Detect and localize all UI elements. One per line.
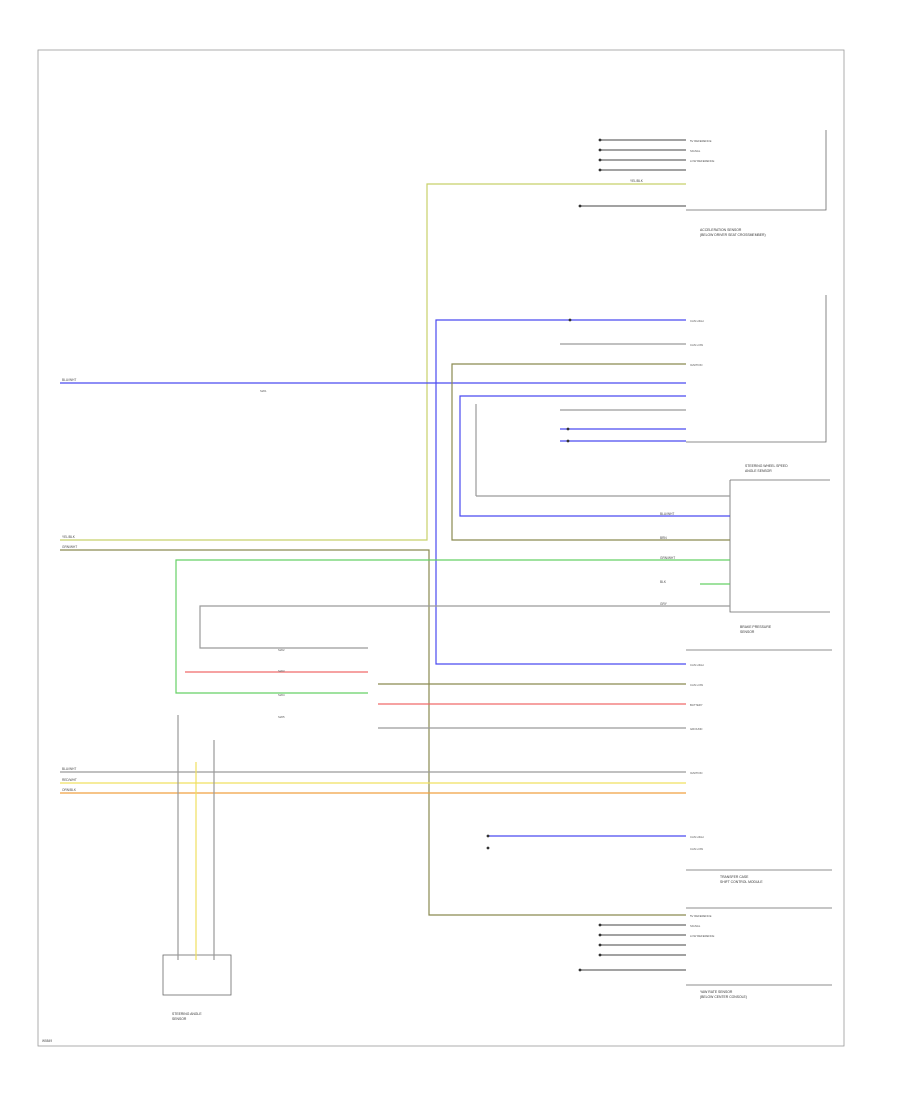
pin-ebcm-3: BATTERY — [690, 703, 703, 707]
wire-blue-loop-1 — [435, 319, 686, 665]
wire-label-ebcm-grn: GRN/WHT — [660, 556, 675, 560]
yaw-rate-component: YAW RATE SENSOR (BELOW CENTER CONSOLE) — [686, 907, 832, 999]
page-frame — [37, 49, 845, 1047]
pin-ebcm-5: IGNITION — [690, 771, 702, 775]
yaw-rate-label-1: YAW RATE SENSOR — [700, 990, 733, 994]
wheel-speed-label-2: ANGLE SENSOR — [745, 469, 772, 473]
pin-wheel-2: CAN LOW — [690, 343, 703, 347]
wire-label-red-wht: RED/WHT — [62, 778, 77, 782]
pin-ebcm-1: CAN HIGH — [690, 663, 704, 667]
pin-transfer-2: CAN LOW — [690, 847, 703, 851]
splice-labels: S201 S202 S203 S204 S205 — [260, 389, 285, 719]
wire-label-yel-blk: YEL/BLK — [62, 535, 76, 539]
wheel-speed-component: STEERING WHEEL SPEED ANGLE SENSOR — [686, 295, 827, 473]
lower-sensor-component: STEERING ANGLE SENSOR — [162, 954, 232, 1021]
wire-label-yel-blk-top: YEL/BLK — [630, 179, 644, 183]
transfer-case-component: TRANSFER CASE SHIFT CONTROL MODULE — [686, 869, 832, 884]
wire-label-grn-wht: GRN/WHT — [62, 545, 77, 549]
brake-pressure-label-2: SENSOR — [740, 630, 755, 634]
lower-sensor-label-1: STEERING ANGLE — [172, 1012, 202, 1016]
transfer-case-label-2: SHIFT CONTROL MODULE — [720, 880, 763, 884]
pin-combined-1: 5V REFERENCE — [690, 139, 712, 143]
page-code: W5849 — [42, 1039, 52, 1043]
pin-wheel-3: IGNITION — [690, 363, 702, 367]
wire-label-ebcm-blk: BLK — [660, 580, 667, 584]
brake-pressure-component: BRAKE PRESSURE SENSOR — [729, 479, 830, 634]
wheel-speed-label-1: STEERING WHEEL SPEED — [745, 464, 788, 468]
splice-s203: S203 — [278, 669, 285, 673]
pin-combined-3: LOW REFERENCE — [690, 159, 715, 163]
splice-s201: S201 — [260, 389, 267, 393]
wire-label-blu-wht-2: BLU/WHT — [62, 767, 76, 771]
pin-ebcm-4: GROUND — [690, 727, 702, 731]
yaw-rate-label-2: (BELOW CENTER CONSOLE) — [700, 995, 747, 999]
pin-combined-2: SIGNAL — [690, 149, 701, 153]
combined-sensor-label-1: ACCELERATION SENSOR — [700, 228, 742, 232]
transfer-case-label-1: TRANSFER CASE — [720, 875, 749, 879]
lower-sensor-label-2: SENSOR — [172, 1017, 187, 1021]
wire-blue-loop-2 — [459, 395, 730, 517]
wire-green-loop — [175, 559, 730, 694]
wire-gray-loop — [199, 605, 730, 649]
combined-sensor-label-2: (BELOW DRIVER SEAT CROSSMEMBER) — [700, 233, 766, 237]
combined-sensor-component: ACCELERATION SENSOR (BELOW DRIVER SEAT C… — [686, 130, 827, 237]
pin-wheel-1: CAN HIGH — [690, 319, 704, 323]
wire-labels: BLU/WHT YEL/BLK GRN/WHT BLU/WHT RED/WHT … — [62, 179, 675, 792]
wire-olive-main — [60, 549, 686, 916]
wire-label-ebcm-brn: BRN — [660, 536, 667, 540]
pin-ebcm-2: CAN LOW — [690, 683, 703, 687]
pin-labels-wheel: CAN HIGH CAN LOW IGNITION — [690, 319, 704, 367]
wires — [60, 139, 730, 971]
splice-s205: S205 — [278, 715, 285, 719]
pin-labels-transfer: CAN HIGH CAN LOW — [690, 835, 704, 851]
wire-yellow-green — [60, 183, 686, 541]
pin-yaw-1: 5V REFERENCE — [690, 914, 712, 918]
wire-olive-ebcm — [451, 363, 730, 541]
pin-labels-combined: 5V REFERENCE SIGNAL LOW REFERENCE — [690, 139, 715, 163]
pin-yaw-3: LOW REFERENCE — [690, 934, 715, 938]
brake-pressure-label-1: BRAKE PRESSURE — [740, 625, 772, 629]
pin-labels-ebcm: CAN HIGH CAN LOW BATTERY GROUND IGNITION — [690, 663, 704, 775]
pin-labels-yaw: 5V REFERENCE SIGNAL LOW REFERENCE — [690, 914, 715, 938]
wire-label-ebcm-gry: GRY — [660, 602, 668, 606]
pin-yaw-2: SIGNAL — [690, 924, 701, 928]
wire-label-blu-wht: BLU/WHT — [62, 378, 76, 382]
wire-label-ebcm-blu: BLU/WHT — [660, 512, 674, 516]
splice-s204: S204 — [278, 693, 285, 697]
connector-pins — [486, 138, 602, 972]
splice-s202: S202 — [278, 648, 285, 652]
wire-label-orn-blk: ORN/BLK — [62, 788, 77, 792]
pin-transfer-1: CAN HIGH — [690, 835, 704, 839]
